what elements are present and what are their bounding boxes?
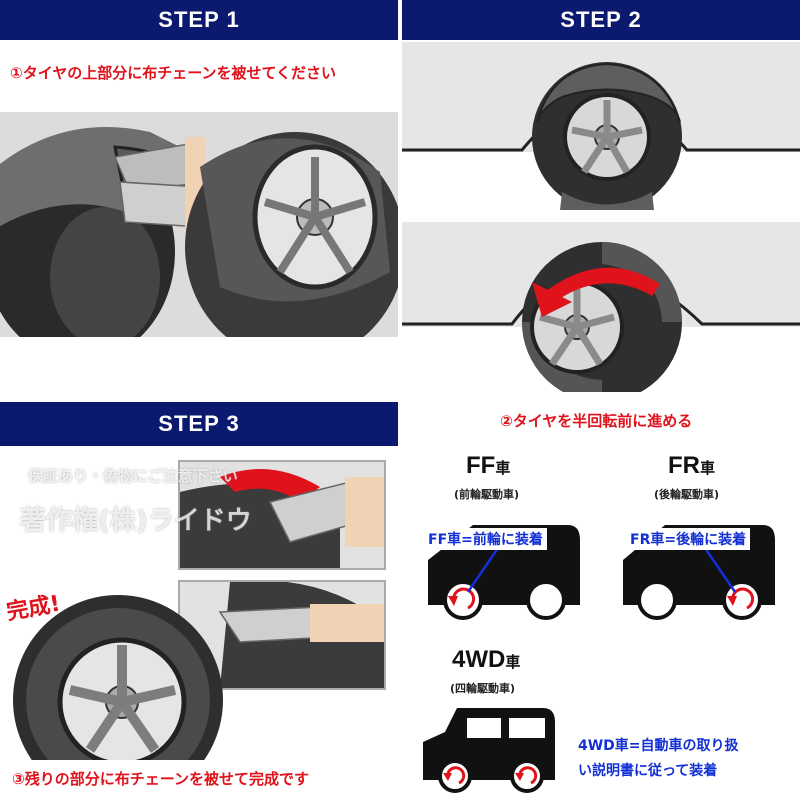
step2-tire-top: [402, 42, 800, 210]
fr-car-icon: [623, 525, 775, 620]
fr-title: FR車: [668, 452, 716, 479]
step2-tire-bottom: [402, 222, 800, 392]
step1-tire-illustration: [0, 112, 398, 352]
fr-note: FR車=後輪に装着: [626, 528, 751, 550]
fr-subtitle: (後輪駆動車): [654, 488, 720, 501]
ff-note: FF車=前輪に装着: [424, 528, 547, 550]
step3-hands-b: [180, 582, 384, 688]
step3-hands-a: [180, 462, 384, 568]
step3-covered-tire: [13, 595, 223, 760]
step2-banner: STEP 2: [402, 0, 800, 40]
step2-title: STEP 2: [560, 7, 642, 32]
wd4-note-line2: い説明書に従って装着: [578, 763, 718, 779]
ff-title: FF車: [466, 452, 511, 479]
step1-title: STEP 1: [158, 7, 240, 32]
step3-illustration-b: [178, 580, 386, 690]
step3-caption: ③残りの部分に布チェーンを被せて完成です: [12, 770, 309, 788]
wd4-title: 4WD車: [452, 646, 521, 673]
step2-illustration-top: [402, 42, 800, 210]
step1-caption: ①タイヤの上部分に布チェーンを被せてください: [10, 64, 337, 82]
step3-banner: STEP 3: [0, 402, 398, 446]
wd4-note-line1: 4WD車=自動車の取り扱: [578, 738, 739, 754]
step1-banner: STEP 1: [0, 0, 398, 40]
step2-caption: ②タイヤを半回転前に進める: [500, 412, 693, 430]
ff-car-icon: [428, 525, 580, 620]
step2-illustration-bottom: [402, 222, 800, 392]
watermark-line1: 保証あり・偽物にご注意下さい: [28, 467, 238, 485]
step3-illustration-a: [178, 460, 386, 570]
step3-complete-illustration: [0, 590, 250, 760]
ff-subtitle: (前輪駆動車): [454, 488, 520, 501]
step3-title: STEP 3: [158, 411, 240, 436]
wd4-subtitle: (四輪駆動車): [450, 682, 516, 695]
watermark-line2: 著作権(株)ライドウ: [20, 506, 252, 536]
step1-illustration: [0, 112, 398, 352]
wd4-car-icon: [423, 708, 555, 793]
